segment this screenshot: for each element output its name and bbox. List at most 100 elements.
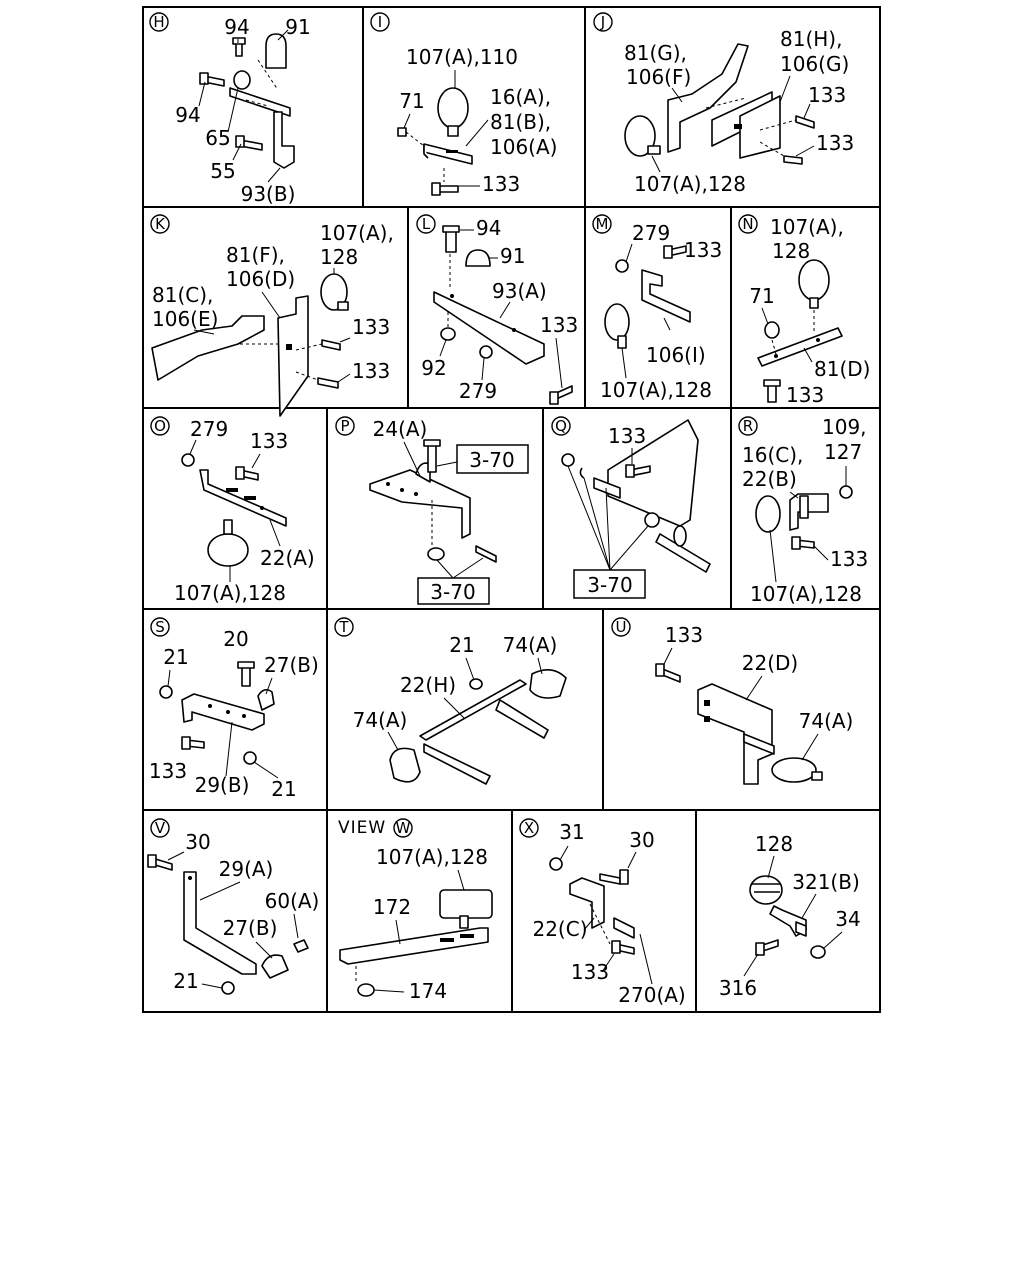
part-label: 22(B) [742, 467, 797, 491]
section-letter: W [396, 819, 411, 837]
section-o-callouts: 279 133 22(A) 107(A),128 [174, 417, 315, 605]
section-p: P 24(A) 3-70 3-70 [335, 416, 529, 605]
section-o-drawing [181, 453, 287, 567]
section-x-drawing [549, 857, 635, 955]
section-t-marker: T [334, 617, 354, 637]
part-label: 55 [210, 159, 235, 183]
section-letter: P [340, 417, 349, 435]
part-label: 106(I) [646, 343, 706, 367]
section-x: W X 31 30 22(C) 133 270(A) [519, 818, 686, 1007]
section-letter: X [524, 819, 534, 837]
section-n-marker: N [738, 214, 758, 234]
section-s-marker: S [150, 617, 170, 637]
part-label: 316 [719, 976, 757, 1000]
section-x-callouts: 31 30 22(C) 133 270(A) [532, 820, 685, 1007]
part-label: 81(G), [624, 41, 687, 65]
part-label: 133 [665, 623, 703, 647]
section-letter: K [155, 215, 166, 233]
section-t-callouts: 21 74(A) 22(H) 74(A) [353, 633, 558, 751]
part-label: 22(D) [742, 651, 798, 675]
section-r: R 109, 16(C), 127 22(B) 133 107(A),128 [738, 415, 868, 606]
section-u-callouts: 133 22(D) 74(A) [663, 623, 853, 761]
section-letter: O [154, 417, 166, 435]
section-n: N 107(A), 128 71 81(D) 133 [738, 214, 870, 407]
part-label: 27(B) [223, 916, 278, 940]
part-label: 93(A) [492, 279, 547, 303]
part-label: 109, [822, 415, 867, 439]
section-u-marker: U [611, 617, 631, 637]
section-p-marker: P [335, 416, 355, 436]
section-letter: J [600, 13, 605, 31]
section-r-marker: R [738, 416, 758, 436]
part-label: 74(A) [503, 633, 558, 657]
part-label: 30 [629, 828, 654, 852]
part-label: 133 [250, 429, 288, 453]
part-label: 81(H), [780, 27, 842, 51]
section-v: V 30 29(A) 60(A) 27(B) 21 [147, 818, 319, 995]
section-j-marker: J [593, 12, 613, 32]
part-label: 21 [449, 633, 474, 657]
section-q-callouts: 133 3-70 [567, 424, 649, 599]
part-label: 93(B) [241, 182, 296, 206]
part-label: 133 [540, 313, 578, 337]
part-label: 20 [223, 627, 248, 651]
section-s: S 20 21 27(B) 133 29(B) 21 [149, 617, 319, 801]
part-label: 16(C), [742, 443, 803, 467]
section-extra-drawing [749, 875, 826, 959]
section-l-callouts: 94 91 93(A) 133 92 279 [421, 216, 578, 403]
section-j-callouts: 81(G), 106(F) 81(H), 106(G) 133 133 107(… [624, 27, 854, 196]
section-extra: 128 321(B) 34 316 [719, 832, 861, 1000]
part-label: 106(G) [780, 52, 849, 76]
section-letter: T [338, 618, 349, 636]
section-k-drawing [151, 273, 349, 417]
section-n-callouts: 107(A), 128 71 81(D) 133 [749, 215, 870, 407]
part-label: 174 [409, 979, 447, 1003]
section-k: K 107(A), 128 81(F), 106(D) 81(C), 106(E… [150, 214, 394, 417]
part-label: 133 [149, 759, 187, 783]
section-v-callouts: 30 29(A) 60(A) 27(B) 21 [167, 830, 319, 993]
section-x-marker: W X [519, 818, 539, 838]
section-k-callouts: 107(A), 128 81(F), 106(D) 81(C), 106(E) … [152, 221, 394, 383]
section-l-marker: L [416, 214, 436, 234]
part-label: 106(F) [626, 65, 691, 89]
part-label: 29(B) [195, 773, 250, 797]
section-w-marker: VIEW W [338, 818, 413, 838]
diagram-grid [142, 6, 881, 1013]
part-label: 133 [684, 238, 722, 262]
part-label: 31 [559, 820, 584, 844]
part-label: 94 [224, 15, 249, 39]
section-letter: N [742, 215, 753, 233]
part-label: 128 [772, 239, 810, 263]
part-label: 27(B) [264, 653, 319, 677]
part-label: 133 [830, 547, 868, 571]
part-label: 133 [352, 315, 390, 339]
part-label: 279 [459, 379, 497, 403]
section-i-marker: I [370, 12, 390, 32]
section-letter: S [155, 618, 165, 636]
part-label: 279 [632, 221, 670, 245]
ref-box-label: 3-70 [469, 448, 514, 472]
part-label: 133 [482, 172, 520, 196]
section-t: T 21 74(A) 22(H) 74(A) [334, 617, 567, 785]
part-label: 107(A),128 [634, 172, 746, 196]
view-prefix: VIEW [338, 818, 386, 838]
part-label: 133 [352, 359, 390, 383]
section-v-drawing [147, 854, 309, 995]
part-label: 81(C), [152, 283, 213, 307]
part-label: 128 [320, 245, 358, 269]
section-p-callouts: 24(A) 3-70 3-70 [373, 417, 529, 605]
part-label: 107(A),128 [750, 582, 862, 606]
section-u-drawing [655, 663, 823, 785]
section-letter: R [743, 417, 753, 435]
section-m-drawing [604, 245, 691, 349]
part-label: 133 [786, 383, 824, 407]
part-label: 107(A), [320, 221, 394, 245]
part-label: 270(A) [618, 983, 685, 1007]
part-label: 127 [824, 440, 862, 464]
section-h-callouts: 94 91 94 65 55 93(B) [175, 15, 310, 206]
section-i: I 107(A),110 71 16(A), 81(B), 106(A) 133 [370, 12, 557, 196]
part-label: 24(A) [373, 417, 428, 441]
part-label: 107(A),110 [406, 45, 518, 69]
section-i-drawing [397, 87, 473, 196]
part-label: 29(A) [219, 857, 274, 881]
